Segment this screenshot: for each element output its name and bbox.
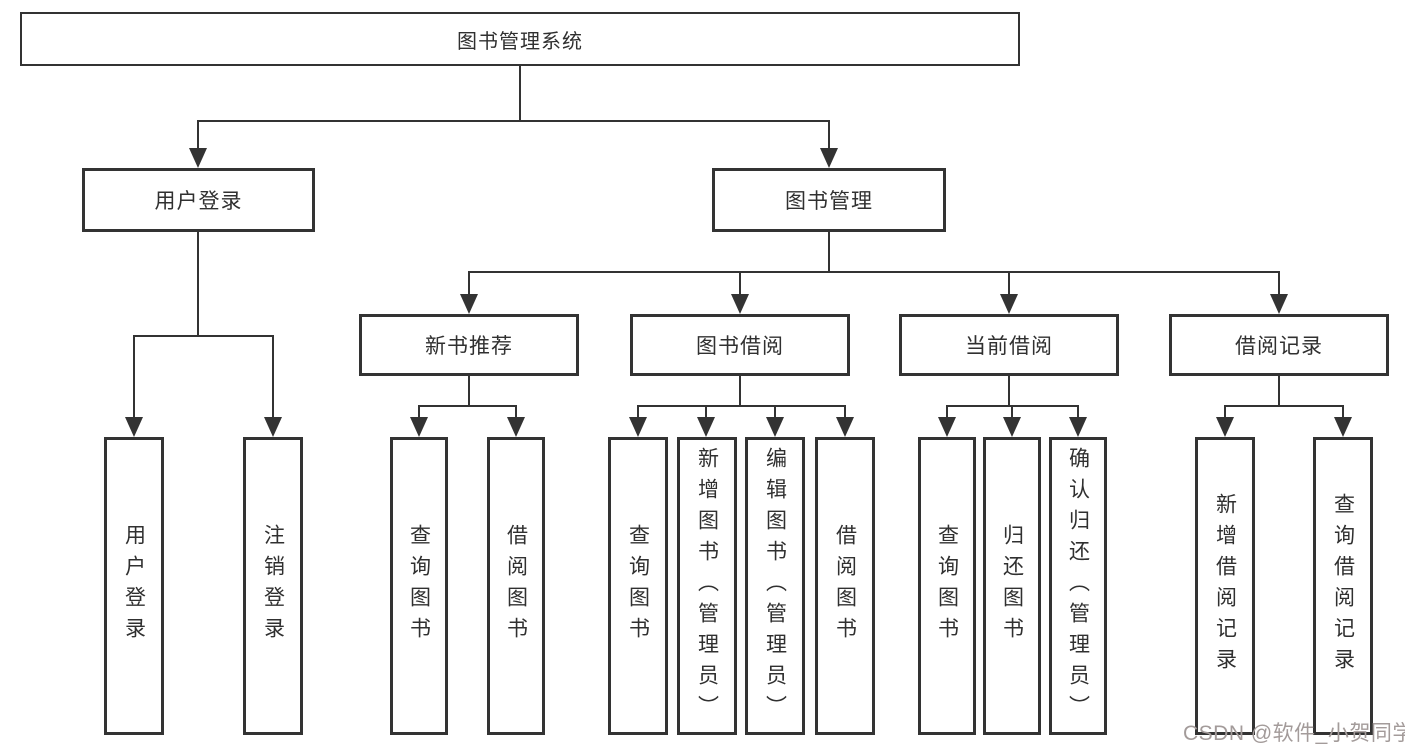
arrow-down-icon <box>1003 417 1021 437</box>
edge-records-v <box>1278 376 1280 405</box>
arrow-down-icon <box>125 417 143 437</box>
leaf-borrow-books-borrowing: 借阅图书 <box>815 437 875 735</box>
node-borrowing-records: 借阅记录 <box>1169 314 1389 376</box>
node-new-book-recommend: 新书推荐 <box>359 314 579 376</box>
arrow-down-icon <box>766 417 784 437</box>
node-user-login: 用户登录 <box>82 168 315 232</box>
leaf-add-books-admin: 新增图书（管理员） <box>677 437 737 735</box>
arrow-down-icon <box>189 148 207 168</box>
edge-l3-stub <box>739 271 741 296</box>
leaf-label: 归还图书 <box>1000 524 1024 648</box>
edge-leaf-stub <box>1077 405 1079 419</box>
edge-leaf-stub <box>272 335 274 419</box>
edge-leaf-stub <box>844 405 846 419</box>
edge-book-mgmt-h <box>468 271 1280 273</box>
edge-current-v <box>1008 376 1010 405</box>
arrow-down-icon <box>1270 294 1288 314</box>
leaf-query-books-recommend: 查询图书 <box>390 437 448 735</box>
leaf-user-login: 用户登录 <box>104 437 164 735</box>
arrow-down-icon <box>1069 417 1087 437</box>
arrow-down-icon <box>264 417 282 437</box>
arrow-down-icon <box>460 294 478 314</box>
leaf-label: 编辑图书（管理员） <box>763 446 787 726</box>
watermark: CSDN @软件_小贺同学 <box>1183 722 1405 745</box>
leaf-label: 查询图书 <box>407 524 431 648</box>
edge-records-h <box>1224 405 1343 407</box>
edge-leaf-stub <box>515 405 517 419</box>
edge-l3-stub <box>468 271 470 296</box>
leaf-add-borrow-record: 新增借阅记录 <box>1195 437 1255 735</box>
arrow-down-icon <box>410 417 428 437</box>
edge-book-mgmt-stub <box>828 120 830 152</box>
leaf-label: 查询图书 <box>626 524 650 648</box>
arrow-down-icon <box>820 148 838 168</box>
leaf-logout-login: 注销登录 <box>243 437 303 735</box>
arrow-down-icon <box>697 417 715 437</box>
edge-user-login-h <box>133 335 274 337</box>
edge-leaf-stub <box>133 335 135 419</box>
leaf-query-books-borrowing: 查询图书 <box>608 437 668 735</box>
arrow-down-icon <box>731 294 749 314</box>
edge-leaf-stub <box>637 405 639 419</box>
arrow-down-icon <box>1334 417 1352 437</box>
edge-leaf-stub <box>1224 405 1226 419</box>
edge-leaf-stub <box>1011 405 1013 419</box>
arrow-down-icon <box>938 417 956 437</box>
leaf-label: 确认归还（管理员） <box>1066 446 1090 726</box>
leaf-return-books: 归还图书 <box>983 437 1041 735</box>
arrow-down-icon <box>1000 294 1018 314</box>
node-current-borrowing: 当前借阅 <box>899 314 1119 376</box>
leaf-label: 查询图书 <box>935 524 959 648</box>
edge-leaf-stub <box>774 405 776 419</box>
leaf-edit-books-admin: 编辑图书（管理员） <box>745 437 805 735</box>
node-root: 图书管理系统 <box>20 12 1020 66</box>
edge-leaf-stub <box>946 405 948 419</box>
leaf-label: 注销登录 <box>261 524 285 648</box>
edge-user-login-stub <box>197 120 199 152</box>
leaf-label: 新增图书（管理员） <box>695 446 719 726</box>
arrow-down-icon <box>507 417 525 437</box>
leaf-label: 查询借阅记录 <box>1331 493 1355 679</box>
edge-borrowing-h <box>637 405 845 407</box>
node-book-management: 图书管理 <box>712 168 946 232</box>
edge-borrowing-v <box>739 376 741 405</box>
arrow-down-icon <box>629 417 647 437</box>
edge-recommend-h <box>418 405 517 407</box>
arrow-down-icon <box>836 417 854 437</box>
edge-user-login-v <box>197 232 199 335</box>
edge-l3-stub <box>1008 271 1010 296</box>
leaf-label: 借阅图书 <box>833 524 857 648</box>
leaf-label: 新增借阅记录 <box>1213 493 1237 679</box>
edge-book-mgmt-v <box>828 232 830 271</box>
edge-leaf-stub <box>1342 405 1344 419</box>
edge-leaf-stub <box>705 405 707 419</box>
leaf-query-borrow-record: 查询借阅记录 <box>1313 437 1373 735</box>
node-book-borrowing: 图书借阅 <box>630 314 850 376</box>
leaf-query-books-current: 查询图书 <box>918 437 976 735</box>
arrow-down-icon <box>1216 417 1234 437</box>
edge-leaf-stub <box>418 405 420 419</box>
leaf-borrow-books-recommend: 借阅图书 <box>487 437 545 735</box>
edge-recommend-v <box>468 376 470 405</box>
edge-root-v <box>519 66 521 120</box>
leaf-label: 借阅图书 <box>504 524 528 648</box>
edge-root-h <box>197 120 830 122</box>
leaf-confirm-return-admin: 确认归还（管理员） <box>1049 437 1107 735</box>
edge-l3-stub <box>1278 271 1280 296</box>
leaf-label: 用户登录 <box>122 524 146 648</box>
